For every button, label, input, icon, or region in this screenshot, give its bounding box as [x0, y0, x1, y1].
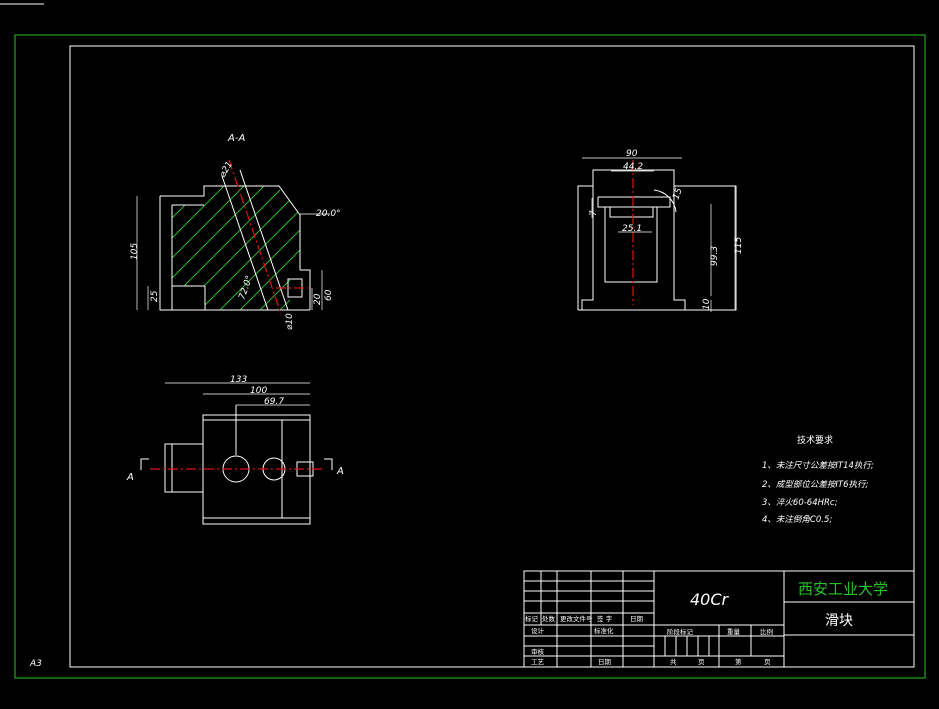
dim-25-1: 25.1 [622, 224, 642, 234]
dim-69-7: 69.7 [264, 397, 284, 407]
section-left-outline [159, 196, 172, 311]
dim-dia10: ⌀10 [285, 313, 295, 330]
tb-count: 处数 [542, 614, 556, 623]
dim-25: 25 [150, 290, 160, 302]
side-outline [577, 169, 737, 311]
tb-date: 日期 [630, 615, 644, 623]
school-name: 西安工业大学 [798, 580, 888, 598]
hole-right-edge [239, 169, 289, 311]
material: 40Cr [690, 590, 730, 609]
sheet-size-label: A3 [29, 659, 42, 669]
tb-design: 设计 [531, 626, 545, 635]
tech-title: 技术要求 [797, 434, 833, 446]
dim-10: 10 [702, 298, 712, 310]
dim-90: 90 [626, 149, 638, 159]
section-view: A-A [130, 133, 341, 330]
hole-left-edge [221, 175, 269, 311]
section-title: A-A [227, 133, 245, 144]
hatch-fill [172, 186, 300, 310]
top-view: 133 100 69.7 A A [126, 375, 344, 525]
dim-115: 115 [734, 237, 744, 254]
slot-rect [604, 206, 658, 283]
tb-sign: 签 字 [597, 614, 613, 623]
dim-20deg: 20.0° [316, 209, 341, 219]
section-mark-right: A [336, 466, 344, 477]
part-name: 滑块 [825, 612, 853, 629]
section-top-outline [160, 185, 301, 270]
tb-mark: 标记 [525, 614, 539, 623]
tb-scale: 比例 [760, 627, 773, 636]
tb-review: 审核 [531, 647, 545, 656]
dim-133: 133 [230, 375, 247, 385]
tb-stage-mark: 阶段标记 [667, 627, 694, 636]
dim-20: 20 [313, 293, 323, 305]
dim-100: 100 [250, 386, 267, 396]
dim-15: 15 [671, 187, 684, 201]
tech-requirements: 技术要求 1、未注尺寸公差按IT14执行; 2、成型部位公差按IT6执行; 3、… [762, 434, 874, 525]
tb-no: 第 [735, 657, 742, 666]
tb-sheet-unit: 页 [698, 658, 705, 666]
section-mark-left: A [126, 472, 134, 483]
outer-border [14, 34, 926, 679]
tech-item-3: 3、淬火60-64HRc; [762, 497, 838, 508]
side-view: 90 44.2 15 7 25.1 99.3 115 10 [577, 149, 744, 312]
tech-item-1: 1、未注尺寸公差按IT14执行; [762, 460, 874, 471]
tech-item-2: 2、成型部位公差按IT6执行; [762, 479, 869, 490]
hole-centerline [228, 159, 282, 315]
tb-date2: 日期 [598, 658, 612, 666]
dim-44-2: 44.2 [623, 162, 643, 172]
dim-105: 105 [130, 243, 140, 260]
tb-process: 工艺 [531, 658, 545, 666]
dim-99-3: 99.3 [710, 246, 720, 266]
dim-7: 7 [589, 210, 599, 216]
tech-item-4: 4、未注倒角C0.5; [762, 514, 832, 525]
inner-border [69, 45, 915, 668]
dim-60: 60 [324, 289, 334, 301]
tb-sheet-unit2: 页 [764, 658, 771, 666]
tb-weight: 重量 [727, 628, 741, 636]
tb-total: 共 [670, 657, 677, 666]
tb-change-doc: 更改文件号 [560, 614, 593, 623]
tb-standardize: 标准化 [594, 626, 614, 635]
title-block: 标记 处数 更改文件号 签 字 日期 设计 标准化 审核 工艺 日期 40Cr … [523, 570, 915, 668]
top-body [202, 414, 311, 525]
dim-dia21: ⌀21 [218, 160, 235, 180]
